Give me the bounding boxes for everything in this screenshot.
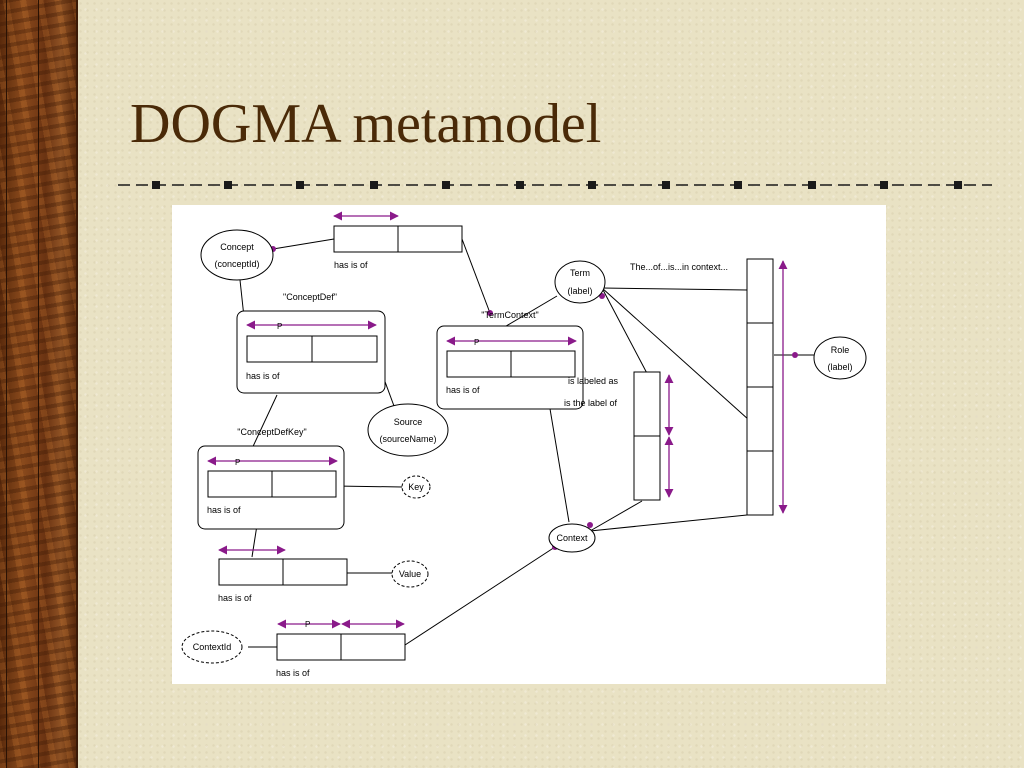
svg-text:(label): (label)	[827, 362, 852, 372]
role-ellipse: Role (label)	[813, 336, 867, 380]
decorative-wood-sidebar	[0, 0, 78, 768]
svg-text:(conceptId): (conceptId)	[214, 259, 259, 269]
termcontext-box: "TermContext" P has is of	[436, 310, 584, 410]
contextid-relation-box: P has is of	[276, 619, 406, 678]
context-ellipse: Context	[548, 523, 596, 553]
context-relation-box	[746, 258, 788, 516]
svg-text:P: P	[305, 620, 310, 629]
labeled-as-label: is labeled as	[568, 376, 619, 386]
value-relation-box: has is of	[218, 545, 348, 603]
svg-text:Concept: Concept	[220, 242, 254, 252]
concept-term-relation-box: has is of	[333, 211, 463, 270]
label-of-label: is the label of	[564, 398, 618, 408]
svg-text:"ConceptDefKey": "ConceptDefKey"	[237, 427, 306, 437]
dogma-diagram: Concept (conceptId) has is of "ConceptDe…	[172, 205, 886, 684]
svg-text:has is of: has is of	[334, 260, 368, 270]
svg-text:(sourceName): (sourceName)	[379, 434, 436, 444]
svg-text:Context: Context	[556, 533, 588, 543]
svg-text:ContextId: ContextId	[193, 642, 232, 652]
svg-text:P: P	[235, 458, 240, 467]
svg-text:Role: Role	[831, 345, 850, 355]
conceptdef-box: "ConceptDef" P has is of	[236, 292, 386, 394]
concept-ellipse: Concept (conceptId)	[200, 229, 274, 281]
svg-text:"ConceptDef": "ConceptDef"	[283, 292, 337, 302]
context-relation-label: The...of...is...in context...	[630, 262, 728, 272]
svg-text:has is of: has is of	[218, 593, 252, 603]
svg-text:has is of: has is of	[246, 371, 280, 381]
svg-text:Term: Term	[570, 268, 590, 278]
svg-text:P: P	[277, 322, 282, 331]
term-ellipse: Term (label)	[554, 260, 606, 304]
svg-text:P: P	[474, 338, 479, 347]
svg-text:has is of: has is of	[276, 668, 310, 678]
svg-text:"TermContext": "TermContext"	[481, 310, 538, 320]
svg-text:Source: Source	[394, 417, 423, 427]
svg-text:Key: Key	[408, 482, 424, 492]
source-ellipse: Source (sourceName)	[367, 403, 449, 457]
conceptdefkey-box: "ConceptDefKey" P has is of	[197, 427, 345, 530]
label-relation-box	[633, 371, 674, 501]
svg-text:has is of: has is of	[446, 385, 480, 395]
title-divider	[118, 181, 992, 189]
slide-title: DOGMA metamodel	[130, 93, 602, 155]
svg-text:has is of: has is of	[207, 505, 241, 515]
svg-text:Value: Value	[399, 569, 421, 579]
key-ellipse: Key	[401, 475, 431, 499]
contextid-ellipse: ContextId	[181, 630, 243, 664]
svg-text:(label): (label)	[567, 286, 592, 296]
value-ellipse: Value	[391, 560, 429, 588]
